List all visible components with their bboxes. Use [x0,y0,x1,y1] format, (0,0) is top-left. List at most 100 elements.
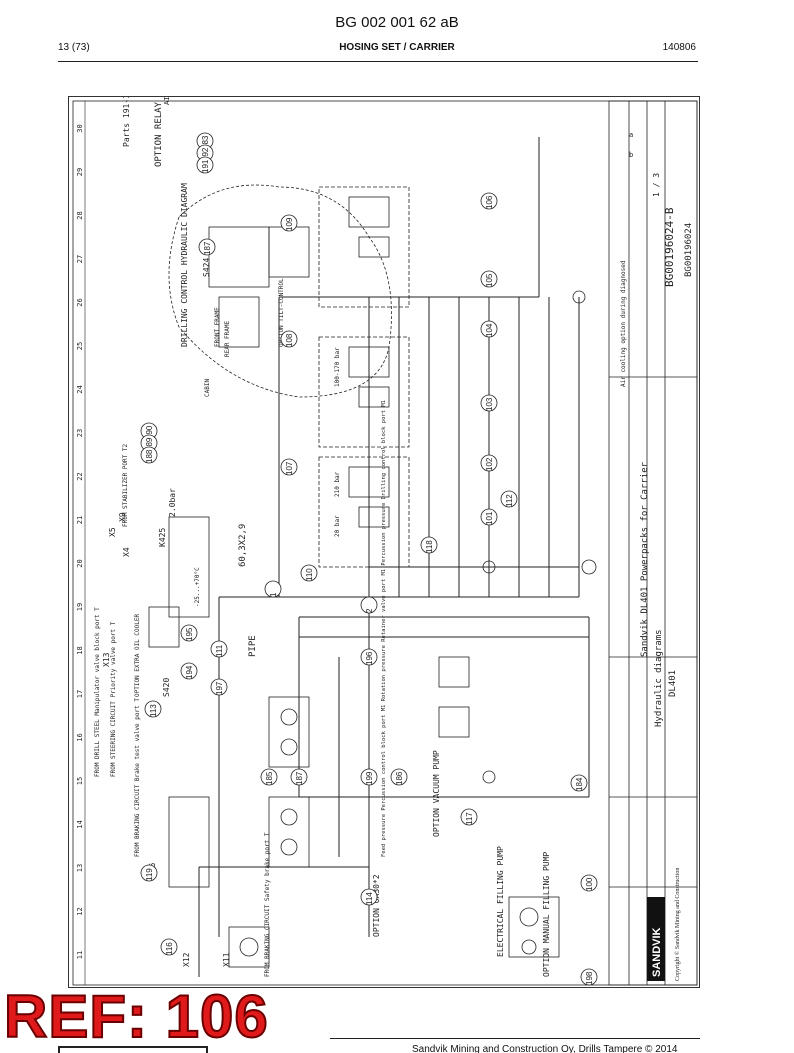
option-oa-label: OPTION OA30*2 [372,874,381,937]
header-divider [58,61,698,62]
grid-number: 17 [76,690,84,698]
front-frame-label: FRONT FRAME [214,307,221,347]
callout-group: 1831921911871901891881091061081051041071… [140,132,598,986]
callout-number: 197 [215,681,224,695]
x13-label: X13 [102,652,111,667]
relay-blocks [208,226,310,348]
callout-number: 190 [145,425,154,439]
grid-number: 18 [76,646,84,654]
callout-circle [280,214,298,232]
grid-number: 23 [76,429,84,437]
callout-circle [480,270,498,288]
hydraulic-diagram: 1112131415161718192021222324252627282930… [72,97,698,986]
callout-number: 111 [215,644,224,657]
grid-number: 20 [76,559,84,567]
callout-circle [480,394,498,412]
callout-circle [420,536,438,554]
callout-circle [480,454,498,472]
sheet-number: 1 / 3 [652,173,661,197]
section-title: HOSING SET / CARRIER [339,42,455,53]
callout-circle [290,768,308,786]
reference-stamp: REF: 106 [3,983,269,1050]
temperature-label: -25...+70°C [194,567,201,607]
document-header: BG 002 001 62 aB 13 (73) HOSING SET / CA… [0,0,794,70]
grid-number: 11 [76,951,84,959]
document-date: 140806 [662,42,696,53]
pipe-lines [198,137,590,977]
callout-circle [144,700,162,718]
electrical-filling-label: ELECTRICAL FILLING PUMP [496,846,505,957]
callout-number: 102 [485,457,494,471]
grid-number: 22 [76,472,84,480]
copyright-text: Copyright © Sandvik Mining and Construct… [674,868,681,981]
s420-label: S420 [162,678,171,697]
tilt-control-label: OPTION TILT-CONTROL [278,278,285,347]
callout-circle [264,580,282,598]
pressure-100-170: 100-170 bar [334,347,341,387]
sandvik-logo [647,897,665,981]
manual-filling-label: OPTION MANUAL FILLING PUMP [542,852,551,977]
callout-circle [460,808,478,826]
callout-circle [360,596,378,614]
from-steering-label: FROM STEERING CIRCUIT Priority valve por… [110,621,117,777]
callout-circle [160,938,178,956]
callout-number: 118 [425,540,434,553]
s424-label: S424 [202,258,211,277]
tank-and-filters [148,516,270,968]
grid-number: 12 [76,907,84,915]
callout-number: 188 [145,449,154,463]
air-cooling-note: Air cooling option during diagnosed [620,260,627,387]
x4-label: X4 [122,547,131,557]
callout-circle [210,678,228,696]
callout-number: 187 [203,241,212,255]
callout-circle [140,446,158,464]
pipe-size-label: 60,3X2,9 [238,524,248,567]
callout-circle [480,320,498,338]
drawing-number: BG00196024-B [663,207,676,287]
callout-number: 113 [149,704,158,717]
callout-circle [390,768,408,786]
callout-circle [196,156,214,174]
company-name: SANDVIK [651,927,663,977]
k425-value: 2.0bar [168,488,177,517]
percussion-label: Feed pressure Percussion control block p… [381,400,387,857]
callout-number: 184 [575,777,584,791]
callout-number: 103 [485,397,494,411]
from-braking-label: FROM BRAKING CIRCUIT Brake test valve po… [134,698,141,857]
callout-number: 191 [201,159,210,173]
callout-circle [500,490,518,508]
extra-cooler-label: OPTION EXTRA OIL COOLER [134,614,141,697]
callout-circle [580,968,598,986]
document-code: BG 002 001 62 aB [335,14,459,31]
callout-number: 119 [145,868,154,881]
x12-label: X12 [182,952,191,967]
cabin-label: CABIN [204,379,211,397]
footer-logo [58,1046,208,1053]
callout-number: 116 [165,942,174,955]
callout-number: 185 [265,771,274,785]
callout-number: 194 [185,665,194,679]
callout-circle [580,874,598,892]
from-stabilizer-label: FROM STABILIZER PORT T2 [122,444,129,527]
relay-control-outline [168,184,392,398]
x5-label: X5 [108,527,117,537]
callout-number: 199 [365,771,374,785]
x11-label: X11 [222,952,231,967]
callout-number: 1 [269,592,278,597]
callout-number: 100 [585,877,594,891]
from-safety-label: FROM BRAKING CIRCUIT Safety brake port T [264,832,271,977]
grid-number: 29 [76,168,84,176]
grid-number: 26 [76,298,84,306]
pressure-20: 20 bar [334,515,341,537]
air-condition-label: AIR CONDITION HYDRAULIC DIAGRAM [163,97,171,105]
callout-number: 107 [285,461,294,475]
callout-circle [360,648,378,666]
callout-number: 186 [395,771,404,785]
callout-number: 109 [285,217,294,231]
grid-number: 13 [76,864,84,872]
callout-number: 196 [365,651,374,665]
callout-circle [280,330,298,348]
callout-circle [140,864,158,882]
from-drill-steel-label: FROM DRILL STEEL Manipulator valve block… [94,607,101,777]
